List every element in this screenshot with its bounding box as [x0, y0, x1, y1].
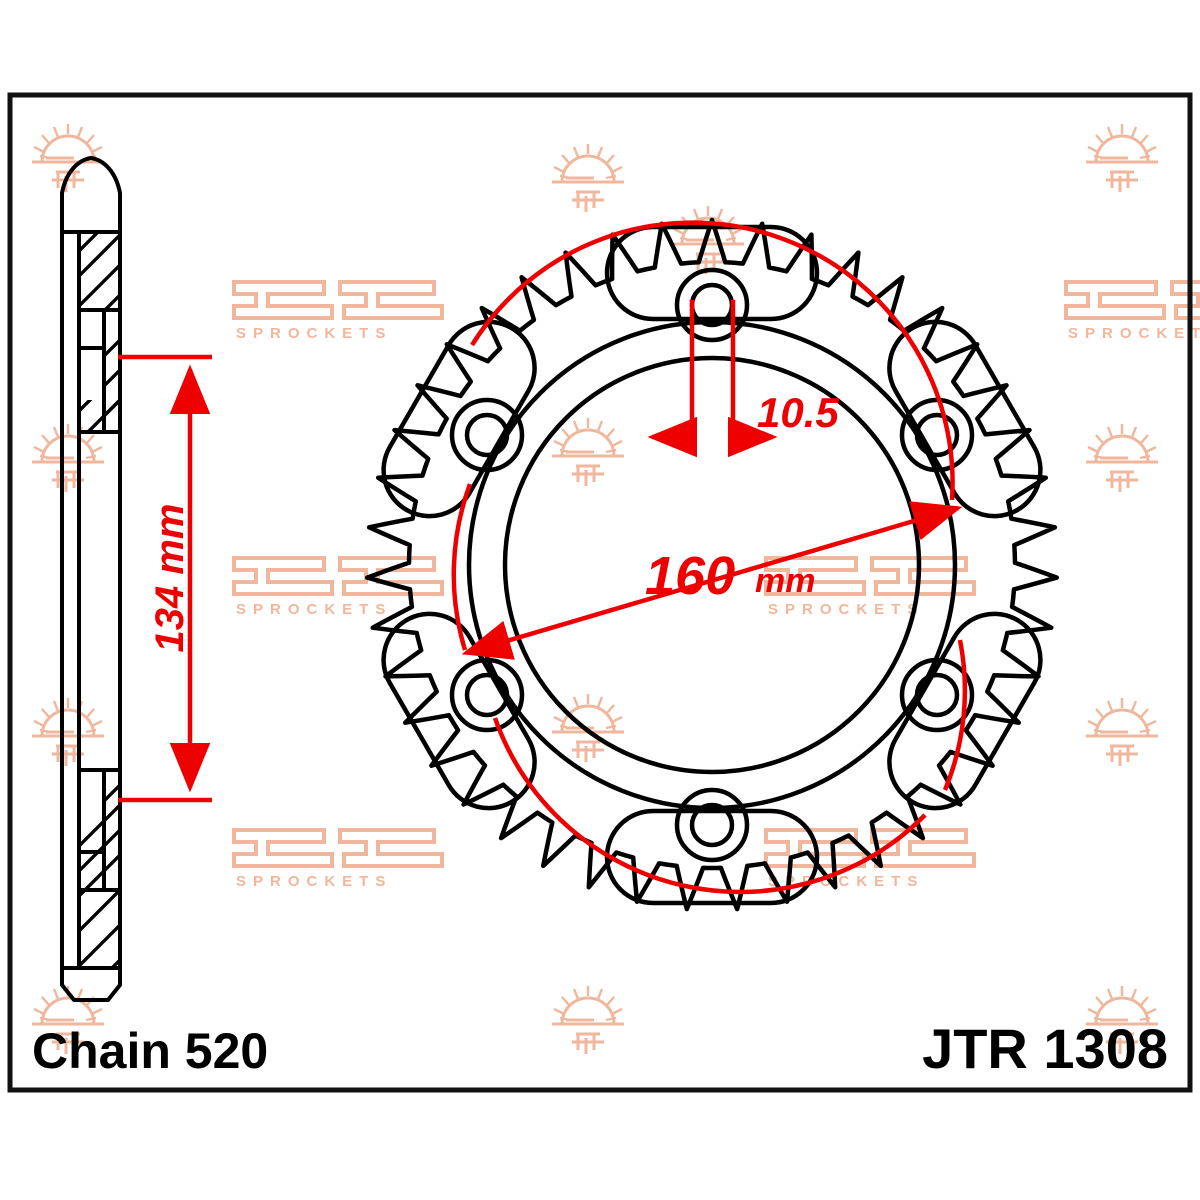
lightening-slot [887, 319, 1043, 519]
dimension-10-5 [647, 300, 778, 458]
bolt-hole [449, 657, 525, 733]
bolt-hole [899, 657, 975, 733]
chain-label: Chain 520 [32, 1023, 268, 1079]
lightening-slot [604, 224, 820, 322]
bolt-hole [674, 787, 750, 863]
dimension-160mm-value: 160 [645, 546, 735, 606]
dimension-134mm [118, 354, 212, 803]
dimension-160mm-label-group: 160 mm [645, 546, 815, 606]
drawing-frame [7, 92, 1193, 1093]
lightening-slot [381, 611, 537, 811]
dimension-10-5-label: 10.5 [757, 389, 839, 436]
lightening-slots-group [381, 224, 1043, 906]
part-number-label: JTR 1308 [922, 1017, 1168, 1080]
dimension-134mm-label: 134 mm [148, 504, 192, 653]
lightening-slot [381, 319, 537, 519]
dimension-160mm [451, 220, 968, 895]
bolt-hole [449, 397, 525, 473]
section-hatching-lower [79, 782, 120, 968]
dimension-160mm-unit: mm [755, 562, 815, 600]
lightening-slot [887, 611, 1043, 811]
section-hatching-upper [79, 232, 120, 434]
